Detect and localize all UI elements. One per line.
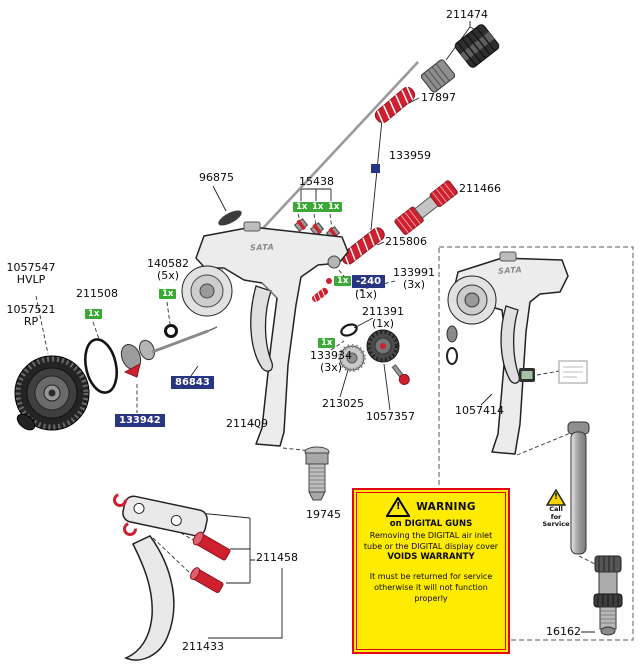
service-version-dashed-box bbox=[438, 246, 634, 641]
part-label-211458: 211458 bbox=[256, 551, 298, 564]
part-badge-86843: 86843 bbox=[171, 376, 214, 389]
qty-badge-1x: 1x bbox=[334, 276, 352, 286]
part-label-211433: 211433 bbox=[182, 640, 224, 653]
brand-mark: SATA bbox=[249, 242, 275, 253]
part-drawing-digital-gun bbox=[446, 251, 569, 455]
part-drawing-spring-17897 bbox=[374, 85, 416, 125]
part-drawing-air-cap-ring bbox=[14, 355, 90, 431]
part-badge-240: -240 bbox=[352, 275, 386, 288]
brand-mark: SATA bbox=[497, 265, 523, 276]
part-drawing-nozzle-86843 bbox=[120, 326, 218, 378]
part-label-133934: 133934 (3x) bbox=[310, 349, 352, 374]
part-label-15438: 15438 bbox=[299, 175, 334, 188]
warning-line: It must be returned for service bbox=[369, 572, 493, 581]
part-label-140582: 140582 (5x) bbox=[147, 257, 189, 282]
part-label-1057414: 1057414 bbox=[455, 404, 504, 417]
part-drawing-valve-stem bbox=[391, 364, 410, 386]
part-drawing-oring-211508 bbox=[83, 338, 119, 394]
part-label-1057547-hvlp: 1057547 HVLP bbox=[6, 261, 56, 286]
part-label-1057521-rp: 1057521 RP bbox=[6, 303, 56, 328]
part-drawing-eclip-2 bbox=[123, 522, 137, 536]
part-label-211508: 211508 bbox=[76, 287, 118, 300]
warning-box: ! WARNING on DIGITAL GUNS Removing the D… bbox=[352, 488, 510, 654]
part-drawing-oring-211391 bbox=[340, 323, 358, 337]
part-drawing-marker-133959 bbox=[371, 164, 380, 173]
qty-label-240: (1x) bbox=[355, 288, 378, 301]
warning-line: Removing the DIGITAL air inlet bbox=[369, 531, 493, 540]
part-drawing-eclip-1 bbox=[113, 493, 127, 507]
part-label-16162: 16162 bbox=[546, 625, 581, 638]
part-label-211391: 211391 (1x) bbox=[362, 305, 404, 330]
warning-triangle-icon: ! bbox=[385, 496, 412, 517]
part-drawing-knurled-nut-211474 bbox=[454, 24, 500, 68]
warning-line: properly bbox=[414, 594, 448, 603]
warning-line: VOIDS WARRANTY bbox=[387, 552, 475, 562]
warning-box-inner: ! WARNING on DIGITAL GUNS Removing the D… bbox=[356, 492, 506, 650]
part-drawing-bushing-211474 bbox=[420, 59, 456, 93]
part-label-211409: 211409 bbox=[226, 417, 268, 430]
part-drawing-seal-96875 bbox=[218, 210, 242, 226]
part-label-213025: 213025 bbox=[322, 397, 364, 410]
part-drawing-pin-2 bbox=[190, 567, 224, 594]
qty-badge-1x: 1x bbox=[159, 289, 177, 299]
part-label-96875: 96875 bbox=[199, 171, 234, 184]
part-drawing-trigger-211433 bbox=[122, 495, 208, 661]
warning-line: otherwise it will not function bbox=[374, 583, 488, 592]
part-label-133959: 133959 bbox=[389, 149, 431, 162]
part-label-211466: 211466 bbox=[459, 182, 501, 195]
part-label-1057357: 1057357 bbox=[366, 410, 415, 423]
display-callout bbox=[558, 360, 588, 384]
part-label-215806: 215806 bbox=[385, 235, 427, 248]
part-drawing-adapter-211466 bbox=[394, 180, 458, 235]
part-drawing-digital-air-tube bbox=[567, 421, 590, 555]
call-for-service-note: ! Call for Service bbox=[535, 488, 577, 529]
part-drawing-knob-213025 bbox=[338, 344, 366, 372]
part-drawing-gun-body bbox=[181, 221, 349, 447]
warning-title: WARNING bbox=[416, 501, 476, 513]
part-label-17897: 17897 bbox=[421, 91, 456, 104]
qty-badge-1x: 1x bbox=[325, 202, 343, 212]
qty-badge-1x: 1x bbox=[293, 202, 311, 212]
part-drawing-small-spring bbox=[311, 287, 329, 303]
part-drawing-valve-seat bbox=[326, 278, 332, 284]
part-drawing-knob-1057357 bbox=[366, 329, 400, 363]
part-badge-133942: 133942 bbox=[115, 414, 165, 427]
qty-badge-1x: 1x bbox=[309, 202, 327, 212]
part-drawing-pin-1 bbox=[192, 531, 231, 561]
part-label-211474: 211474 bbox=[446, 8, 488, 21]
warning-line: tube or the DIGITAL display cover bbox=[363, 542, 499, 551]
part-label-19745: 19745 bbox=[306, 508, 341, 521]
part-drawing-seal-140582 bbox=[164, 324, 178, 338]
qty-badge-1x: 1x bbox=[318, 338, 336, 348]
warning-line: on DIGITAL GUNS bbox=[389, 519, 473, 529]
service-triangle-icon: ! bbox=[545, 488, 567, 506]
part-drawing-connector-16162 bbox=[593, 555, 623, 636]
qty-badge-1x: 1x bbox=[85, 309, 103, 319]
part-label-133991: 133991 (3x) bbox=[393, 266, 435, 291]
part-drawing-air-inlet-19745 bbox=[304, 446, 330, 501]
part-drawing-spring-215806 bbox=[341, 227, 385, 266]
